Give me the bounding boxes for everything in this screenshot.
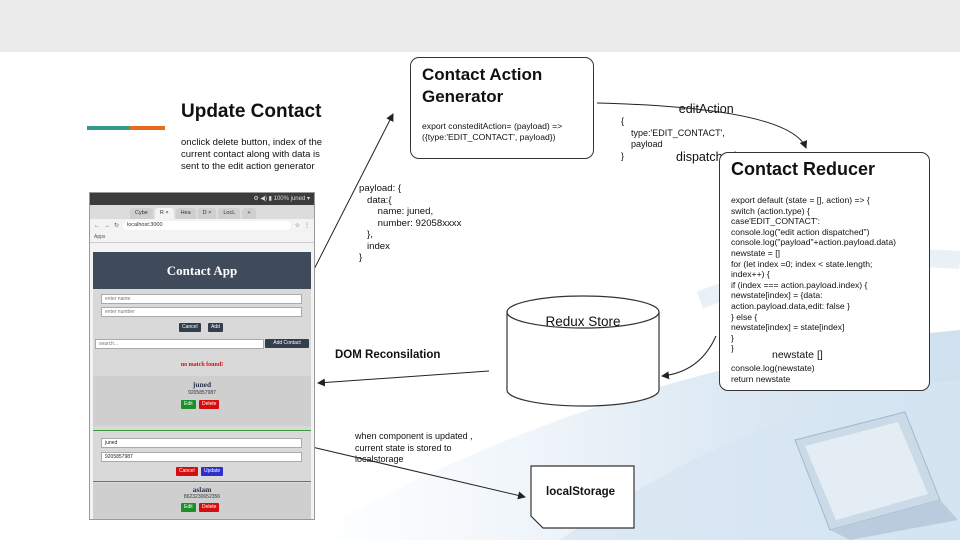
top-band: [0, 0, 960, 52]
action-generator-title-line1: Contact Action: [422, 65, 543, 84]
divider: [93, 430, 311, 431]
edit-number-input[interactable]: 9205857987: [101, 452, 302, 462]
contact-app: Contact App enter name enter number Canc…: [93, 252, 311, 519]
contact-card: aslam 8623230652356 Edit Delete: [93, 483, 311, 519]
back-icon[interactable]: ←: [94, 222, 100, 229]
reload-icon[interactable]: ↻: [114, 223, 120, 229]
cancel-button[interactable]: Cancel: [179, 323, 201, 332]
reducer-newstate-label: newstate []: [772, 349, 823, 361]
search-input[interactable]: search...: [95, 339, 264, 349]
redux-store-label: Redux Store: [545, 314, 621, 329]
dispatch-object: { type:'EDIT_CONTACT', payload }: [621, 116, 725, 161]
browser-tab[interactable]: Hea: [175, 208, 196, 219]
browser-tab[interactable]: D ×: [197, 208, 217, 219]
star-icon[interactable]: ☆: [294, 223, 300, 229]
payload-text: payload: { data:{ name: juned, number: 9…: [359, 183, 462, 263]
system-bar: ⚙ ◀) ▮ 100% juned ▾: [90, 193, 314, 205]
delete-button[interactable]: Delete: [199, 400, 220, 409]
app-screenshot: ⚙ ◀) ▮ 100% juned ▾ Cybe R × Hea D × Loc…: [89, 192, 315, 520]
url-bar[interactable]: localhost:3000: [123, 221, 291, 230]
divider: [93, 481, 311, 482]
forward-icon[interactable]: →: [104, 222, 110, 229]
accent-bar-teal: [87, 126, 129, 130]
contact-number: 9205857987: [188, 390, 216, 396]
reducer-title: Contact Reducer: [731, 159, 876, 179]
accent-bar-orange: [129, 126, 165, 130]
local-storage-label: localStorage: [546, 486, 616, 498]
slide-description: onclick delete button, index of the curr…: [181, 137, 323, 172]
slide-title: Update Contact: [181, 101, 322, 122]
apps-bookmark[interactable]: Apps: [94, 234, 106, 240]
reducer-box: Contact Reducer export default (state = …: [719, 152, 930, 391]
no-match-message: no match found!: [180, 362, 224, 368]
menu-icon[interactable]: ⋮: [304, 223, 310, 229]
local-storage-shape: [530, 465, 635, 529]
bookmarks-bar: Apps: [90, 232, 314, 243]
action-generator-box: Contact Action Generator export constedi…: [410, 57, 594, 159]
action-generator-title-line2: Generator: [422, 87, 504, 106]
edit-button[interactable]: Edit: [181, 503, 196, 512]
address-row: ← → ↻ localhost:3000 ☆ ⋮: [90, 219, 314, 232]
number-input[interactable]: enter number: [101, 307, 302, 317]
browser-tab[interactable]: LocL: [218, 208, 241, 219]
add-button[interactable]: Add: [208, 323, 223, 332]
reducer-code: export default (state = [], action) => {…: [731, 195, 896, 354]
action-generator-code: export consteditAction= (payload) => ({t…: [422, 121, 563, 142]
contact-name: aslam: [192, 485, 212, 494]
edit-button[interactable]: Edit: [181, 400, 196, 409]
update-button[interactable]: Update: [201, 467, 224, 476]
new-tab-button[interactable]: +: [242, 208, 256, 219]
browser-tabs: Cybe R × Hea D × LocL +: [90, 205, 314, 219]
redux-store-cylinder: [506, 295, 660, 407]
contact-name: juned: [192, 380, 212, 389]
edit-name-input[interactable]: juned: [101, 438, 302, 448]
browser-tab[interactable]: Cybe: [130, 208, 153, 219]
laptop-illustration: [794, 411, 958, 540]
add-contact-button[interactable]: Add Contact: [265, 339, 309, 348]
dom-reconciliation-label: DOM Reconsilation: [335, 349, 441, 361]
dispatch-label-line1: editAction: [678, 102, 734, 116]
storage-note: when component is updated , current stat…: [355, 431, 473, 464]
reducer-code-tail: console.log(newstate) return newstate: [731, 363, 815, 384]
contact-number: 8623230652356: [183, 494, 221, 500]
app-title: Contact App: [93, 252, 311, 289]
browser-tab-active[interactable]: R ×: [154, 208, 174, 219]
edit-cancel-button[interactable]: Cancel: [176, 467, 198, 476]
delete-button[interactable]: Delete: [199, 503, 220, 512]
contact-card: juned 9205857987 Edit Delete: [93, 376, 311, 426]
name-input[interactable]: enter name: [101, 294, 302, 304]
